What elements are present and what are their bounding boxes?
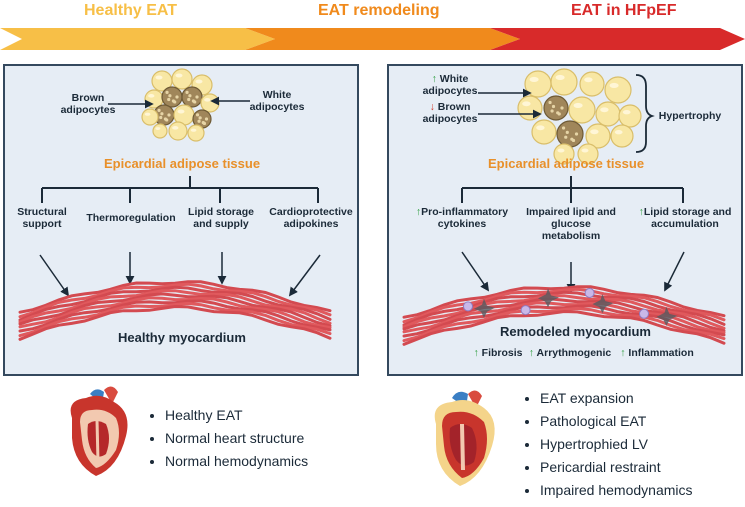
- list-item: Pericardial restraint: [540, 456, 693, 479]
- adipocyte-cluster-right: [517, 68, 642, 165]
- outcome-inflammation: ↑ Inflammation: [620, 347, 694, 359]
- down-arrow-icon: ↓: [429, 101, 435, 113]
- heart-icon-healthy: [70, 386, 128, 476]
- remodeled-myocardium-graphic: [402, 285, 726, 346]
- hfpef-bullet-list: EAT expansion Pathological EAT Hypertrop…: [522, 387, 693, 502]
- tissue-title-left: Epicardial adipose tissue: [104, 156, 261, 171]
- healthy-bullet-list: Healthy EAT Normal heart structure Norma…: [147, 404, 308, 473]
- white-adipocytes-up-label: ↑ White adipocytes: [422, 73, 478, 97]
- list-item: Normal heart structure: [165, 427, 308, 450]
- stage-label-healthy: Healthy EAT: [84, 2, 178, 19]
- healthy-myocardium-label: Healthy myocardium: [118, 330, 246, 345]
- effect-impaired-metabolism: Impaired lipid and glucose metabolism: [526, 206, 616, 242]
- heart-icon-hfpef: [434, 390, 495, 486]
- function-tree-left: [41, 176, 319, 203]
- list-item: Pathological EAT: [540, 410, 693, 433]
- outcome-fibrosis: ↑ Fibrosis: [473, 347, 523, 359]
- stage-arrow-hfpef: [490, 28, 745, 50]
- stage-label-remodeling: EAT remodeling: [318, 2, 440, 19]
- healthy-myocardium-graphic: [18, 280, 332, 341]
- tissue-title-right: Epicardial adipose tissue: [488, 156, 645, 171]
- up-arrow-icon: ↑: [431, 73, 437, 85]
- adipocyte-cluster-left: [141, 68, 220, 142]
- outcome-arrhythmogenic: ↑ Arrythmogenic: [528, 347, 612, 359]
- list-item: Impaired hemodynamics: [540, 479, 693, 502]
- list-item: EAT expansion: [540, 387, 693, 410]
- stage-arrow-remodeling: [245, 28, 520, 50]
- brown-adipocytes-label: Brown adipocytes: [60, 92, 116, 116]
- brown-adipocytes-down-label: ↓ Brown adipocytes: [422, 101, 478, 125]
- function-structural-support: Structural support: [17, 206, 67, 230]
- list-item: Normal hemodynamics: [165, 450, 308, 473]
- function-cardioprotective: Cardioprotective adipokines: [269, 206, 353, 230]
- list-item: Healthy EAT: [165, 404, 308, 427]
- function-lipid-storage: Lipid storage and supply: [188, 206, 254, 230]
- hypertrophy-brace: [635, 74, 655, 153]
- effect-pro-inflammatory: ↑Pro-inflammatory cytokines: [415, 206, 509, 230]
- stage-arrow-healthy: [0, 28, 275, 50]
- effect-tree-right: [461, 176, 684, 203]
- effect-lipid-accumulation: ↑Lipid storage and accumulation: [638, 206, 732, 230]
- stage-label-hfpef: EAT in HFpEF: [571, 2, 677, 19]
- list-item: Hypertrophied LV: [540, 433, 693, 456]
- function-thermoregulation: Thermoregulation: [86, 212, 176, 224]
- remodeled-myocardium-label: Remodeled myocardium: [500, 324, 651, 339]
- hypertrophy-label: Hypertrophy: [658, 110, 722, 122]
- white-adipocytes-label: White adipocytes: [249, 89, 305, 113]
